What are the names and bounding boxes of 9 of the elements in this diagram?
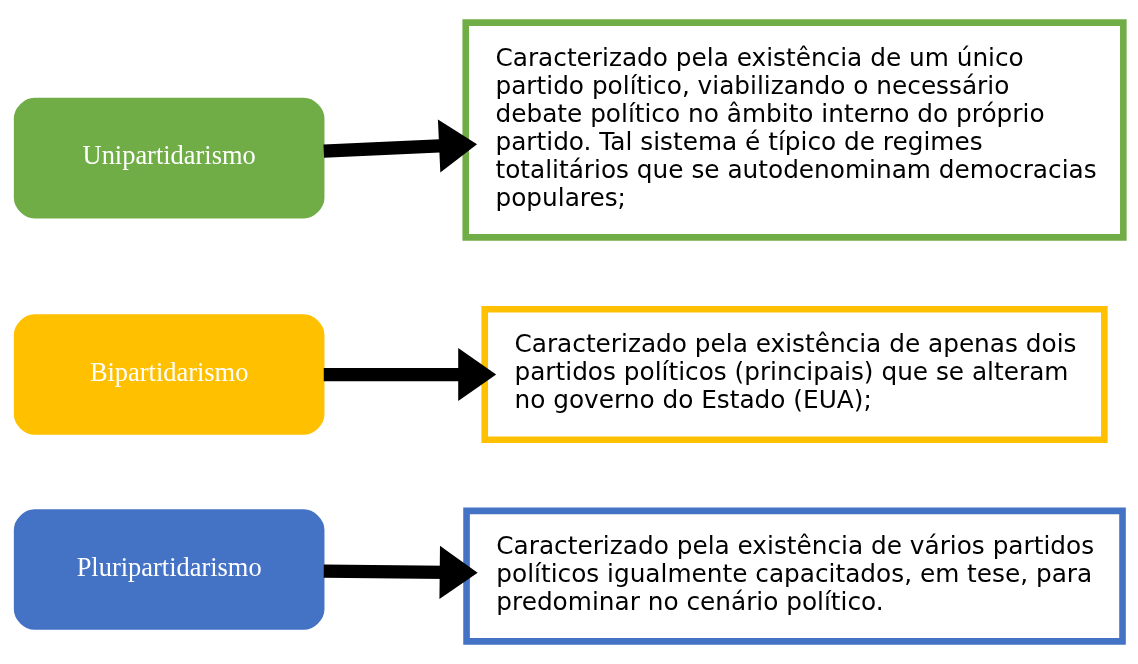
arrow [323, 119, 478, 173]
node-box: Bipartidarismo [13, 314, 325, 435]
arrow [323, 545, 478, 599]
node-box: Caracterizado pela existência de um único partido político, viabilizando o necessário debate político no âmbito interno do próprio partido. Tal sistema é típico de regimes totalitários que se autodenominam democracias populares; [462, 19, 1127, 241]
node-box: Pluripartidarismo [13, 509, 325, 630]
arrow [323, 347, 497, 402]
node-box: Unipartidarismo [13, 97, 325, 219]
node-box: Caracterizado pela existência de apenas dois partidos políticos (principais) que se alteram no governo do Estado (EUA); [481, 305, 1108, 444]
node-box: Caracterizado pela existência de vários partidos políticos igualmente capacitados, em tese, para predominar no cenário político. [463, 507, 1126, 645]
